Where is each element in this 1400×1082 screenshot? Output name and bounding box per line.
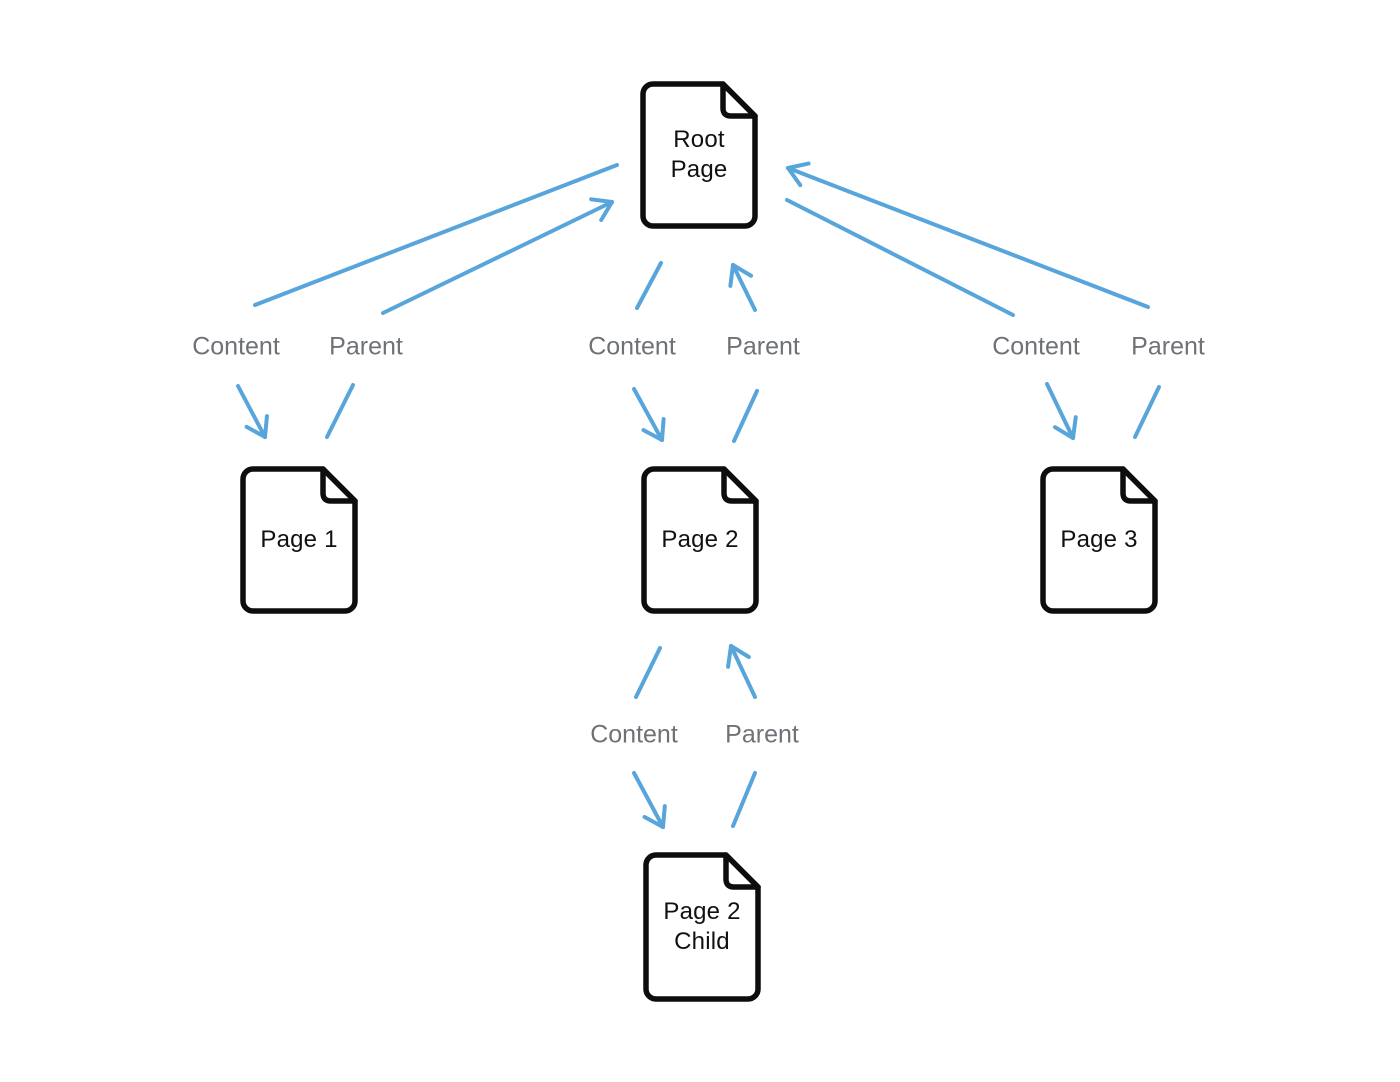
- arrow-parent-label-to-page-2: [726, 644, 757, 699]
- arrow-content-label-to-page-2: [632, 387, 666, 442]
- node-page-2-child: Page 2 Child: [643, 852, 761, 1002]
- document-page-icon-path: [320, 466, 358, 504]
- edge-label-parent-page-2: Parent: [726, 332, 800, 361]
- document-page-icon-path: [240, 466, 358, 614]
- node-title-line: Child: [674, 928, 730, 955]
- node-title-line: Page: [670, 156, 728, 183]
- node-title-line: Page 1: [260, 526, 338, 553]
- edge-label-parent-page-2-child: Parent: [725, 720, 799, 749]
- edge-label-content-page-1: Content: [192, 332, 280, 361]
- node-title-page-3: Page 3: [1060, 525, 1137, 555]
- arrow-parent-page-3-to-label: [1133, 385, 1161, 439]
- document-page-icon-path: [640, 81, 758, 229]
- document-page-icon-path: [1040, 466, 1158, 614]
- arrow-content-label-to-page-1: [236, 384, 269, 439]
- node-title-page-2-child: Page 2 Child: [663, 897, 740, 957]
- edge-label-content-page-3: Content: [992, 332, 1080, 361]
- arrow-content-root-to-label-left: [253, 163, 619, 307]
- document-page-icon-path: [643, 852, 761, 1002]
- document-page-icon: [1040, 466, 1158, 614]
- node-title-page-2: Page 2: [661, 525, 738, 555]
- edge-label-content-page-2-child: Content: [590, 720, 678, 749]
- document-page-icon: [643, 852, 761, 1002]
- arrow-parent-label-to-root-mid: [728, 263, 757, 312]
- arrow-parent-child-to-label: [731, 771, 757, 828]
- document-page-icon: [641, 466, 759, 614]
- document-page-icon-path: [723, 852, 761, 890]
- document-page-icon-path: [641, 466, 759, 614]
- document-page-icon-path: [721, 466, 759, 504]
- arrow-parent-label-to-root-right: [786, 161, 1150, 309]
- node-page-3: Page 3: [1040, 466, 1158, 614]
- node-title-page-1: Page 1: [260, 525, 337, 555]
- document-page-icon-path: [1120, 466, 1158, 504]
- node-page-1: Page 1: [240, 466, 358, 614]
- arrow-parent-page-1-to-label: [325, 383, 355, 439]
- arrow-parent-label-to-root-left: [381, 197, 614, 315]
- node-title-line: Page 2: [663, 898, 741, 925]
- edge-label-parent-page-1: Parent: [329, 332, 403, 361]
- node-title-line: Root: [673, 126, 725, 153]
- node-page-2: Page 2: [641, 466, 759, 614]
- arrow-content-page-2-to-label: [634, 646, 662, 699]
- document-page-icon-path: [720, 81, 758, 119]
- document-page-icon: [640, 81, 758, 229]
- document-page-icon: [240, 466, 358, 614]
- arrow-content-root-to-label-right: [785, 198, 1015, 317]
- node-title-line: Page 3: [1060, 526, 1138, 553]
- arrow-content-label-to-page-3: [1045, 382, 1078, 440]
- node-title-line: Page 2: [661, 526, 739, 553]
- edge-label-content-page-2: Content: [588, 332, 676, 361]
- edge-label-parent-page-3: Parent: [1131, 332, 1205, 361]
- arrow-parent-page-2-to-label: [732, 389, 759, 443]
- arrow-content-label-to-child: [632, 771, 667, 829]
- arrow-content-root-to-label-mid: [635, 261, 663, 310]
